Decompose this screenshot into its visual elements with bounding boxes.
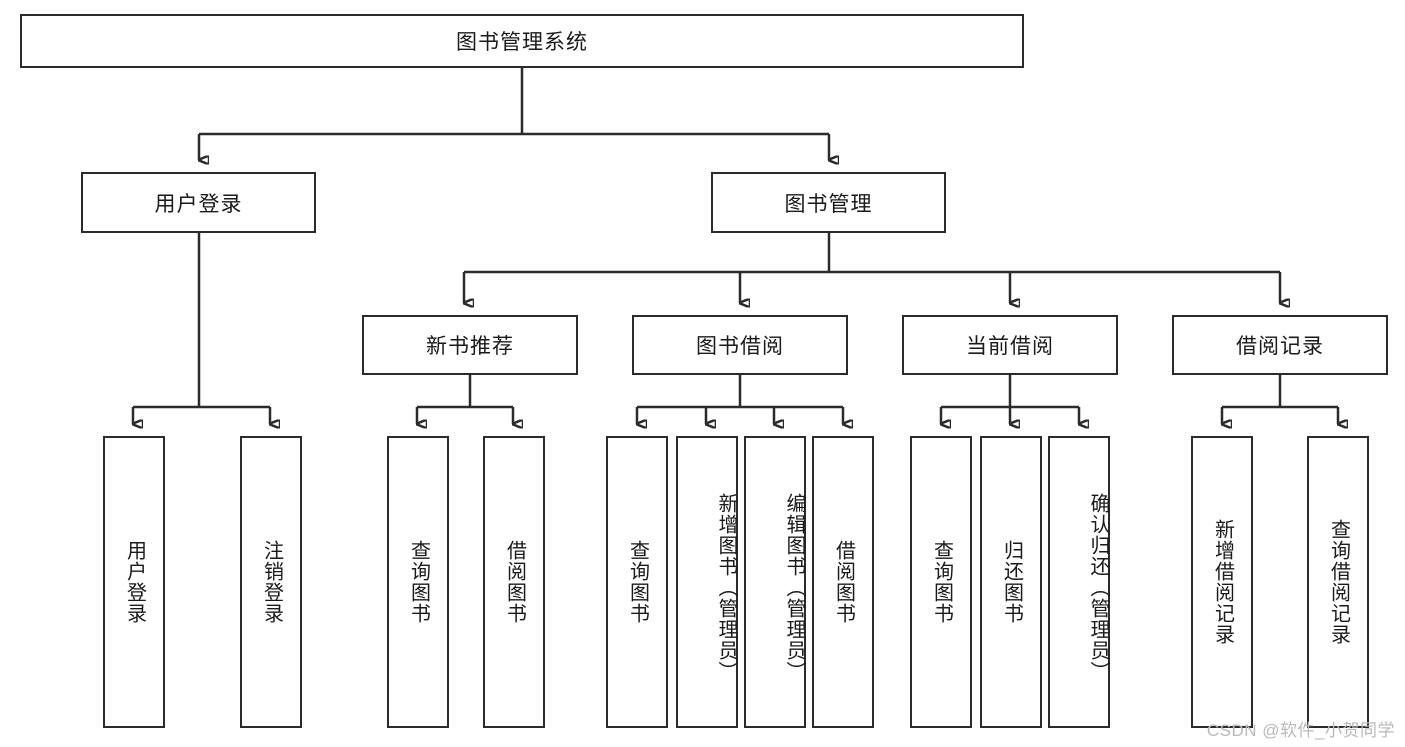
leaf-new-book-query-book[interactable]: 查询图书: [387, 436, 449, 728]
leaf-user-login-login[interactable]: 用户登录: [103, 436, 165, 728]
node-user-login[interactable]: 用户登录: [81, 172, 316, 233]
node-book-management[interactable]: 图书管理: [711, 172, 946, 233]
node-root-book-management-system[interactable]: 图书管理系统: [20, 14, 1024, 68]
leaf-current-borrow-return-book[interactable]: 归还图书: [980, 436, 1042, 728]
leaf-new-book-borrow-book[interactable]: 借阅图书: [483, 436, 545, 728]
leaf-book-borrow-edit-book-admin[interactable]: 编辑图书（管理员）: [744, 436, 806, 728]
leaf-book-borrow-borrow-book[interactable]: 借阅图书: [812, 436, 874, 728]
leaf-current-borrow-query-book[interactable]: 查询图书: [910, 436, 972, 728]
node-borrow-record[interactable]: 借阅记录: [1172, 315, 1388, 375]
node-book-borrow[interactable]: 图书借阅: [632, 315, 848, 375]
leaf-current-borrow-confirm-return-admin[interactable]: 确认归还（管理员）: [1048, 436, 1110, 728]
node-new-book-recommend[interactable]: 新书推荐: [362, 315, 578, 375]
leaf-book-borrow-query-book[interactable]: 查询图书: [606, 436, 668, 728]
leaf-user-login-logout[interactable]: 注销登录: [240, 436, 302, 728]
node-current-borrow[interactable]: 当前借阅: [902, 315, 1118, 375]
leaf-borrow-record-query-record[interactable]: 查询借阅记录: [1307, 436, 1369, 728]
leaf-borrow-record-add-record[interactable]: 新增借阅记录: [1191, 436, 1253, 728]
leaf-book-borrow-add-book-admin[interactable]: 新增图书（管理员）: [676, 436, 738, 728]
csdn-watermark: CSDN @软件_小贺同学: [1206, 721, 1395, 740]
